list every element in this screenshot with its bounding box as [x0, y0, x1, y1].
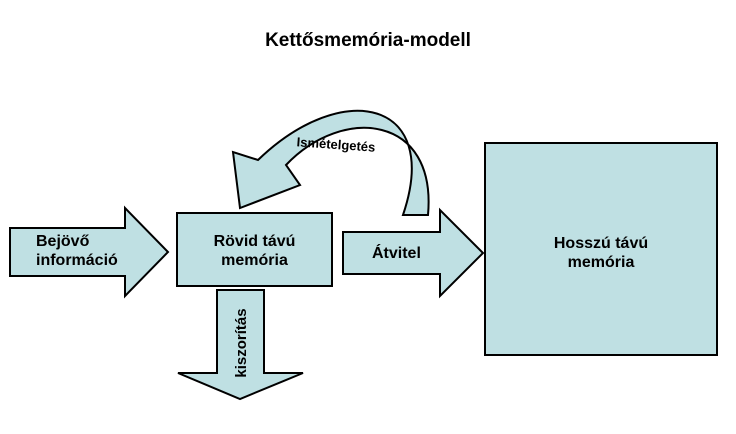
short-term-memory-box [176, 212, 333, 287]
long-term-memory-box [484, 142, 718, 356]
transfer-arrow-label: Átvitel [372, 245, 421, 262]
displacement-arrow-label: kiszorítás [233, 308, 250, 378]
transfer-arrow [342, 207, 485, 299]
displacement-arrow [177, 289, 304, 401]
short-term-memory-label: Rövid távú memória [213, 233, 296, 270]
diagram-title: Kettősmemória-modell [265, 30, 471, 51]
input-arrow [9, 205, 170, 299]
rehearsal-arrow [231, 109, 430, 216]
input-arrow-label: Bejövő információ [36, 233, 118, 270]
long-term-memory-label: Hosszú távú memória [553, 235, 649, 272]
